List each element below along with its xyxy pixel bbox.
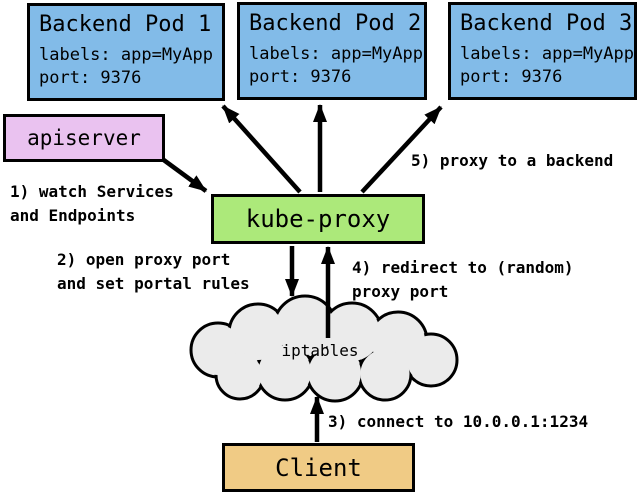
pod-labels-line: labels: app=MyApp [249, 44, 423, 64]
backend-pod-3-box: Backend Pod 3 labels: app=MyApp port: 93… [448, 2, 637, 100]
pod-labels-line: labels: app=MyApp [39, 45, 213, 65]
pod-labels-line: labels: app=MyApp [460, 44, 634, 64]
pod-title: Backend Pod 2 [249, 11, 422, 36]
step-3-line-1: 3) connect to 10.0.0.1:1234 [328, 412, 589, 431]
iptables-cloud [189, 294, 459, 403]
pod-port-line: port: 9376 [249, 67, 352, 87]
step-2-label: 2) open proxy port and set portal rules [57, 248, 250, 296]
step-5-line-1: 5) proxy to a backend [411, 151, 614, 170]
step-5-label: 5) proxy to a backend [411, 149, 613, 173]
pod-title: Backend Pod 1 [39, 12, 212, 37]
pod-title: Backend Pod 3 [460, 11, 633, 36]
step-1-line-1: 1) watch Services [10, 182, 174, 201]
kube-proxy-label: kube-proxy [245, 205, 391, 233]
kube-proxy-box: kube-proxy [211, 194, 425, 244]
client-label: Client [275, 453, 362, 482]
arrow-kube-proxy-to-pod3 [360, 105, 443, 194]
backend-pod-2-box: Backend Pod 2 labels: app=MyApp port: 93… [237, 2, 427, 100]
step-2-line-2: and set portal rules [57, 274, 250, 293]
step-1-label: 1) watch Services and Endpoints [10, 180, 174, 228]
step-4-label: 4) redirect to (random) proxy port [352, 256, 574, 304]
step-4-line-1: 4) redirect to (random) [352, 258, 574, 277]
iptables-label: iptables [281, 341, 359, 360]
pod-port-line: port: 9376 [39, 68, 142, 88]
step-4-line-2: proxy port [352, 282, 449, 301]
step-1-line-2: and Endpoints [10, 206, 136, 225]
step-2-line-1: 2) open proxy port [57, 250, 231, 269]
arrow-kube-proxy-to-pod1 [221, 104, 302, 194]
apiserver-box: apiserver [3, 114, 165, 162]
apiserver-label: apiserver [27, 126, 141, 150]
client-box: Client [222, 443, 415, 492]
backend-pod-1-box: Backend Pod 1 labels: app=MyApp port: 93… [27, 3, 225, 101]
arrow-apiserver-to-kube-proxy [159, 156, 208, 193]
pod-port-line: port: 9376 [460, 67, 563, 87]
step-3-label: 3) connect to 10.0.0.1:1234 [328, 410, 588, 434]
